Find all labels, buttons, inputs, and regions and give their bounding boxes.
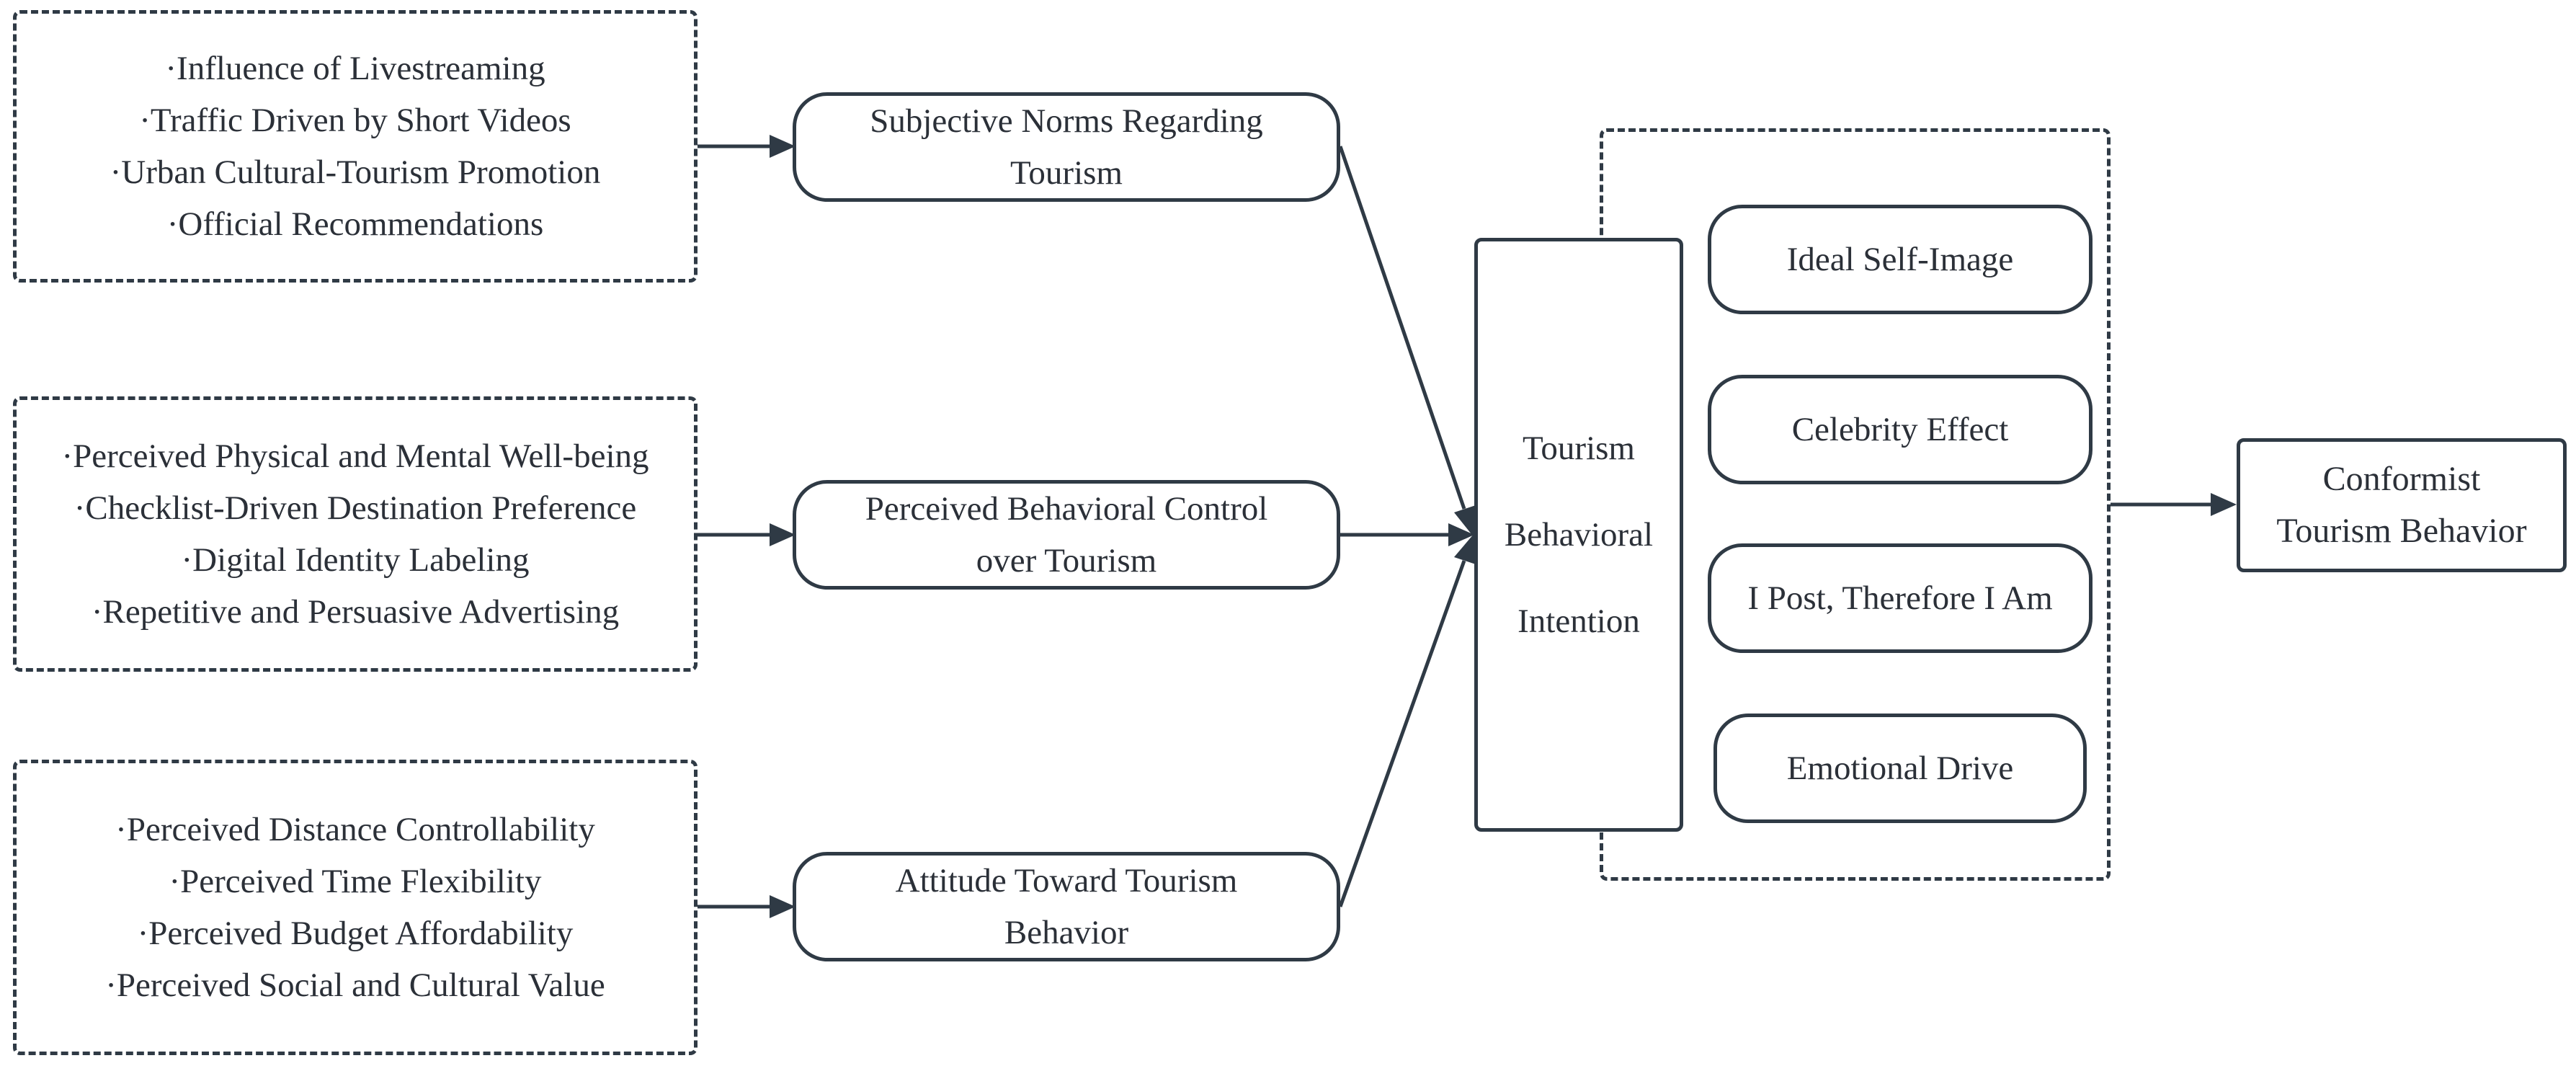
arrowhead-intention-middle [1448,523,1474,546]
factor-item: ·Digital Identity Labeling [181,541,530,579]
arrowhead-outcome [2211,493,2237,516]
arrow-subjective-norms-to-intention [1338,146,1466,510]
construct-subjective-norms: Subjective Norms Regarding Tourism [793,92,1340,202]
factor-item: ·Perceived Physical and Mental Well-bein… [61,437,649,475]
factor-item: ·Checklist-Driven Destination Preference [73,489,637,527]
arrowhead-intention-top [1454,505,1476,538]
factor-item: ·Official Recommendations [166,205,544,243]
factor-group-2: ·Perceived Physical and Mental Well-bein… [13,396,698,672]
factor-item: ·Traffic Driven by Short Videos [139,102,571,139]
motivation-emotional-drive: Emotional Drive [1713,714,2087,823]
motivation-label: Emotional Drive [1786,750,2014,787]
behavioral-intention: Tourism Behavioral Intention [1474,238,1683,832]
factor-item: ·Perceived Time Flexibility [169,863,542,900]
intention-label: Intention [1517,603,1640,640]
motivation-celebrity-effect: Celebrity Effect [1708,375,2093,484]
construct-label: Perceived Behavioral Control [865,490,1268,528]
factor-item: ·Urban Cultural-Tourism Promotion [110,154,601,191]
motivation-i-post: I Post, Therefore I Am [1708,543,2093,653]
construct-label: Behavior [1004,914,1129,951]
factor-group-1: ·Influence of Livestreaming ·Traffic Dri… [13,10,698,283]
arrow-attitude-to-intention [1338,560,1466,907]
factor-item: ·Influence of Livestreaming [165,50,545,87]
construct-label: Subjective Norms Regarding [870,102,1263,140]
arrowhead-subjective-norms [770,135,795,158]
motivation-label: Celebrity Effect [1791,411,2009,448]
intention-label: Tourism [1523,430,1635,467]
motivation-ideal-self-image: Ideal Self-Image [1708,205,2093,314]
construct-attitude: Attitude Toward Tourism Behavior [793,852,1340,961]
factor-item: ·Perceived Social and Cultural Value [105,966,605,1004]
outcome-label: Tourism Behavior [2276,512,2527,550]
arrowhead-attitude [770,895,795,918]
factor-item: ·Repetitive and Persuasive Advertising [91,593,620,631]
motivation-label: I Post, Therefore I Am [1747,579,2053,617]
arrowhead-intention-bottom [1454,533,1476,564]
arrowhead-perceived-control [770,523,795,546]
construct-label: Attitude Toward Tourism [895,862,1238,899]
outcome-label: Conformist [2322,460,2481,498]
factor-group-3: ·Perceived Distance Controllability ·Per… [13,760,698,1055]
factor-item: ·Perceived Distance Controllability [115,811,595,848]
outcome-conformist-tourism-behavior: Conformist Tourism Behavior [2237,438,2567,572]
intention-label: Behavioral [1504,516,1654,554]
motivation-label: Ideal Self-Image [1786,241,2014,278]
construct-label: Tourism [1010,154,1123,192]
factor-item: ·Perceived Budget Affordability [137,915,574,952]
construct-label: over Tourism [976,542,1157,579]
construct-perceived-behavioral-control: Perceived Behavioral Control over Touris… [793,480,1340,590]
